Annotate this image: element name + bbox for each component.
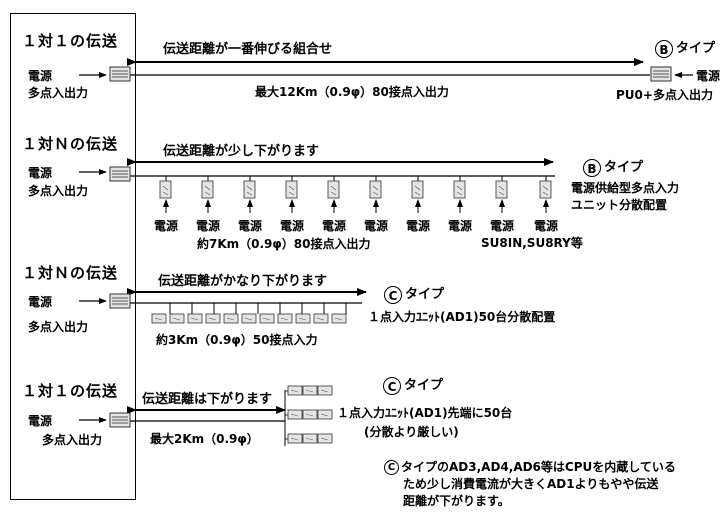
s4-range-label: 伝送距離は下がります (142, 392, 273, 407)
s4-unit-cluster (284, 385, 333, 446)
s1-io-label: 多点入出力 (28, 86, 89, 100)
s4-title: １対１の伝送 (22, 382, 119, 400)
s2-type-badge: B (583, 158, 601, 177)
s1-title: １対１の伝送 (22, 32, 119, 50)
footer-note-line2: ため少し消費電流が大きくAD1よりもやや伝送 (403, 477, 659, 491)
s1-range-label: 伝送距離が一番伸びる組合せ (163, 42, 333, 57)
s2-unit-power-label: 電源 (405, 219, 430, 233)
s3-unit (277, 313, 293, 324)
s2-type-text: タイプ (604, 160, 644, 175)
s2-unit (159, 180, 172, 199)
s4-unit (317, 385, 333, 396)
s3-unit (169, 313, 185, 324)
s1-spec: 最大12Km（0.9φ）80接点入出力 (255, 85, 449, 99)
s1-remote-device (650, 66, 672, 82)
s4-unit (317, 409, 333, 420)
section3-graphics (79, 288, 367, 324)
s2-spec: 約7Km（0.9φ）80接点入出力 (197, 237, 371, 251)
s2-unit (453, 180, 466, 199)
s3-spec: 約3Km（0.9φ）50接点入力 (156, 333, 318, 347)
footer-type-badge: C (384, 460, 399, 475)
s3-unit (151, 313, 167, 324)
footer-note-text: タイプのAD3,AD4,AD6等はCPUを内蔵している (401, 460, 676, 474)
s1-right-power-label: 電源 (696, 69, 721, 83)
s4-unit (287, 385, 303, 396)
s4-type-badge: C (383, 376, 401, 395)
s2-unit-power-label: 電源 (195, 219, 220, 233)
s3-io-label: 多点入出力 (28, 320, 89, 334)
s3-unit (187, 313, 203, 324)
s2-io-label: 多点入出力 (28, 184, 89, 198)
s3-unit (241, 313, 257, 324)
s4-power-label: 電源 (28, 414, 53, 428)
s4-note-line1: １点入力ﾕﾆｯﾄ(AD1)先端に50台 (337, 406, 513, 420)
s1-type-badge: B (655, 39, 673, 58)
s3-master-device (109, 293, 131, 309)
s3-title: １対Ｎの伝送 (22, 264, 119, 282)
s2-unit-power-label: 電源 (153, 219, 178, 233)
s2-units (159, 176, 552, 213)
s1-master-device (109, 66, 131, 82)
s2-unit-power-label: 電源 (533, 219, 558, 233)
s4-unit (287, 433, 303, 444)
s3-unit (295, 313, 311, 324)
s4-note-line2: (分散より厳しい) (364, 425, 459, 439)
s2-range-label: 伝送距離が少し下がります (163, 144, 320, 159)
s3-type-text: タイプ (405, 287, 445, 302)
s3-note: １点入力ﾕﾆｯﾄ(AD1)50台分散配置 (368, 310, 556, 324)
s2-unit-power-label: 電源 (279, 219, 304, 233)
s4-unit (302, 385, 318, 396)
s3-unit (205, 313, 221, 324)
s2-unit (201, 180, 214, 199)
s4-unit (287, 409, 303, 420)
s2-unit-power-label: 電源 (363, 219, 388, 233)
s2-unit (369, 180, 382, 199)
s1-power-label: 電源 (28, 69, 53, 83)
s2-unit (495, 180, 508, 199)
s2-unit-power-label: 電源 (237, 219, 262, 233)
s2-unit (327, 180, 340, 199)
s2-unit-power-label: 電源 (321, 219, 346, 233)
s4-master-device (109, 412, 131, 428)
s2-title: １対Ｎの伝送 (22, 135, 119, 153)
s4-spec: 最大2Km（0.9φ） (150, 432, 259, 446)
footer-note-line3: 距離が下がります。 (403, 494, 510, 508)
s3-unit (313, 313, 329, 324)
s4-unit (317, 433, 333, 444)
s3-unit (259, 313, 275, 324)
section4-graphics (79, 385, 333, 446)
s2-models: SU8IN,SU8RY等 (481, 236, 583, 250)
s2-master-device (109, 166, 131, 182)
s2-power-label: 電源 (28, 166, 53, 180)
s3-unit (331, 313, 347, 324)
s2-note-line1: 電源供給型多点入力 (571, 181, 680, 195)
s4-unit (302, 433, 318, 444)
s2-unit (243, 180, 256, 199)
s2-note-line2: ユニット分散配置 (571, 198, 668, 212)
s2-unit-power-label: 電源 (447, 219, 472, 233)
s4-unit (302, 409, 318, 420)
s3-range-label: 伝送距離がかなり下がります (158, 274, 328, 289)
s2-unit (539, 180, 552, 199)
s1-type-text: タイプ (676, 41, 716, 56)
s3-unit (223, 313, 239, 324)
s2-unit (411, 180, 424, 199)
s3-power-label: 電源 (28, 295, 53, 309)
section1-graphics (79, 58, 693, 82)
s4-io-label: 多点入出力 (42, 433, 103, 447)
s3-units (151, 303, 347, 324)
s2-unit-power-label: 電源 (489, 219, 514, 233)
s4-type-text: タイプ (404, 378, 444, 393)
left-frame (10, 13, 136, 500)
section2-graphics (79, 158, 555, 213)
s3-type-badge: C (384, 285, 402, 304)
s1-right-io-label: PU0+多点入出力 (616, 88, 713, 102)
s2-unit (285, 180, 298, 199)
